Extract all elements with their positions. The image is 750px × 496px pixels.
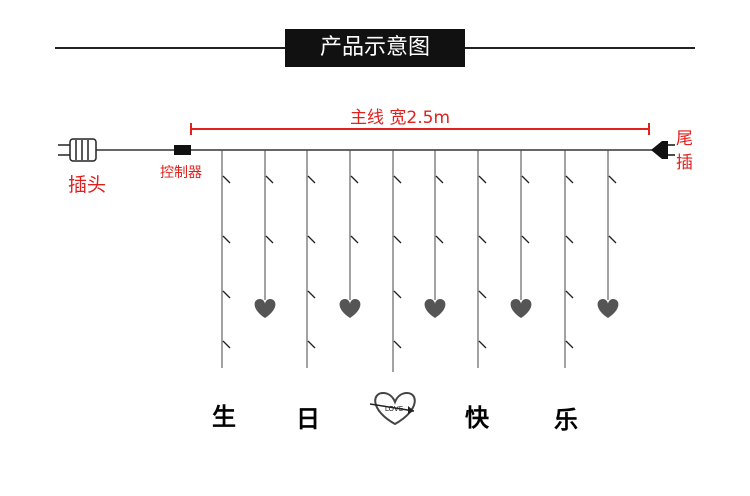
bulb-9-1: [565, 175, 574, 184]
bulb-5-4: [393, 340, 402, 349]
char-le: 乐: [554, 406, 578, 434]
controller-label: 控制器: [160, 165, 202, 181]
char-ri: 日: [296, 405, 320, 433]
dimension-line: [190, 123, 650, 135]
bulb-1-4: [222, 340, 231, 349]
bulb-10-1: [608, 175, 617, 184]
heart-icon: [254, 299, 276, 318]
bulb-8-2: [521, 235, 530, 244]
bulb-7-4: [478, 340, 487, 349]
bulb-6-1: [435, 175, 444, 184]
page-title: 产品示意图: [285, 29, 465, 67]
heart-icon: [510, 299, 532, 318]
heart-icon: [424, 299, 446, 318]
bulb-4-2: [350, 235, 359, 244]
controller-icon: [174, 145, 191, 155]
bulb-2-1: [265, 175, 274, 184]
bulb-9-3: [565, 290, 574, 299]
main-line-label: 主线 宽2.5m: [350, 108, 450, 128]
bulb-3-4: [307, 340, 316, 349]
bulb-8-1: [521, 175, 530, 184]
bulb-5-2: [393, 235, 402, 244]
bulb-9-4: [565, 340, 574, 349]
tail-plug-icon: [651, 141, 675, 159]
bulb-3-1: [307, 175, 316, 184]
love-heart-icon: LOVE: [369, 391, 416, 426]
plug-label: 插头: [68, 174, 107, 196]
bulb-1-3: [222, 290, 231, 299]
bulb-2-2: [265, 235, 274, 244]
bulb-3-2: [307, 235, 316, 244]
bulb-5-1: [393, 175, 402, 184]
heart-icon: [597, 299, 619, 318]
bulb-1-2: [222, 235, 231, 244]
tail-plug-label: 尾插: [676, 129, 693, 173]
love-badge: LOVE: [385, 405, 403, 413]
bulb-6-2: [435, 235, 444, 244]
title-rule-right: [463, 47, 695, 49]
bulb-10-2: [608, 235, 617, 244]
bulb-5-3: [393, 290, 402, 299]
bulb-9-2: [565, 235, 574, 244]
bulb-3-3: [307, 290, 316, 299]
bulb-7-1: [478, 175, 487, 184]
char-kuai: 快: [465, 404, 489, 432]
heart-icon: [339, 299, 361, 318]
title-rule-left: [55, 47, 287, 49]
bulb-7-2: [478, 235, 487, 244]
plug-icon: [58, 138, 97, 162]
bulb-7-3: [478, 290, 487, 299]
bulb-1-1: [222, 175, 231, 184]
bulb-4-1: [350, 175, 359, 184]
char-sheng: 生: [212, 403, 236, 431]
